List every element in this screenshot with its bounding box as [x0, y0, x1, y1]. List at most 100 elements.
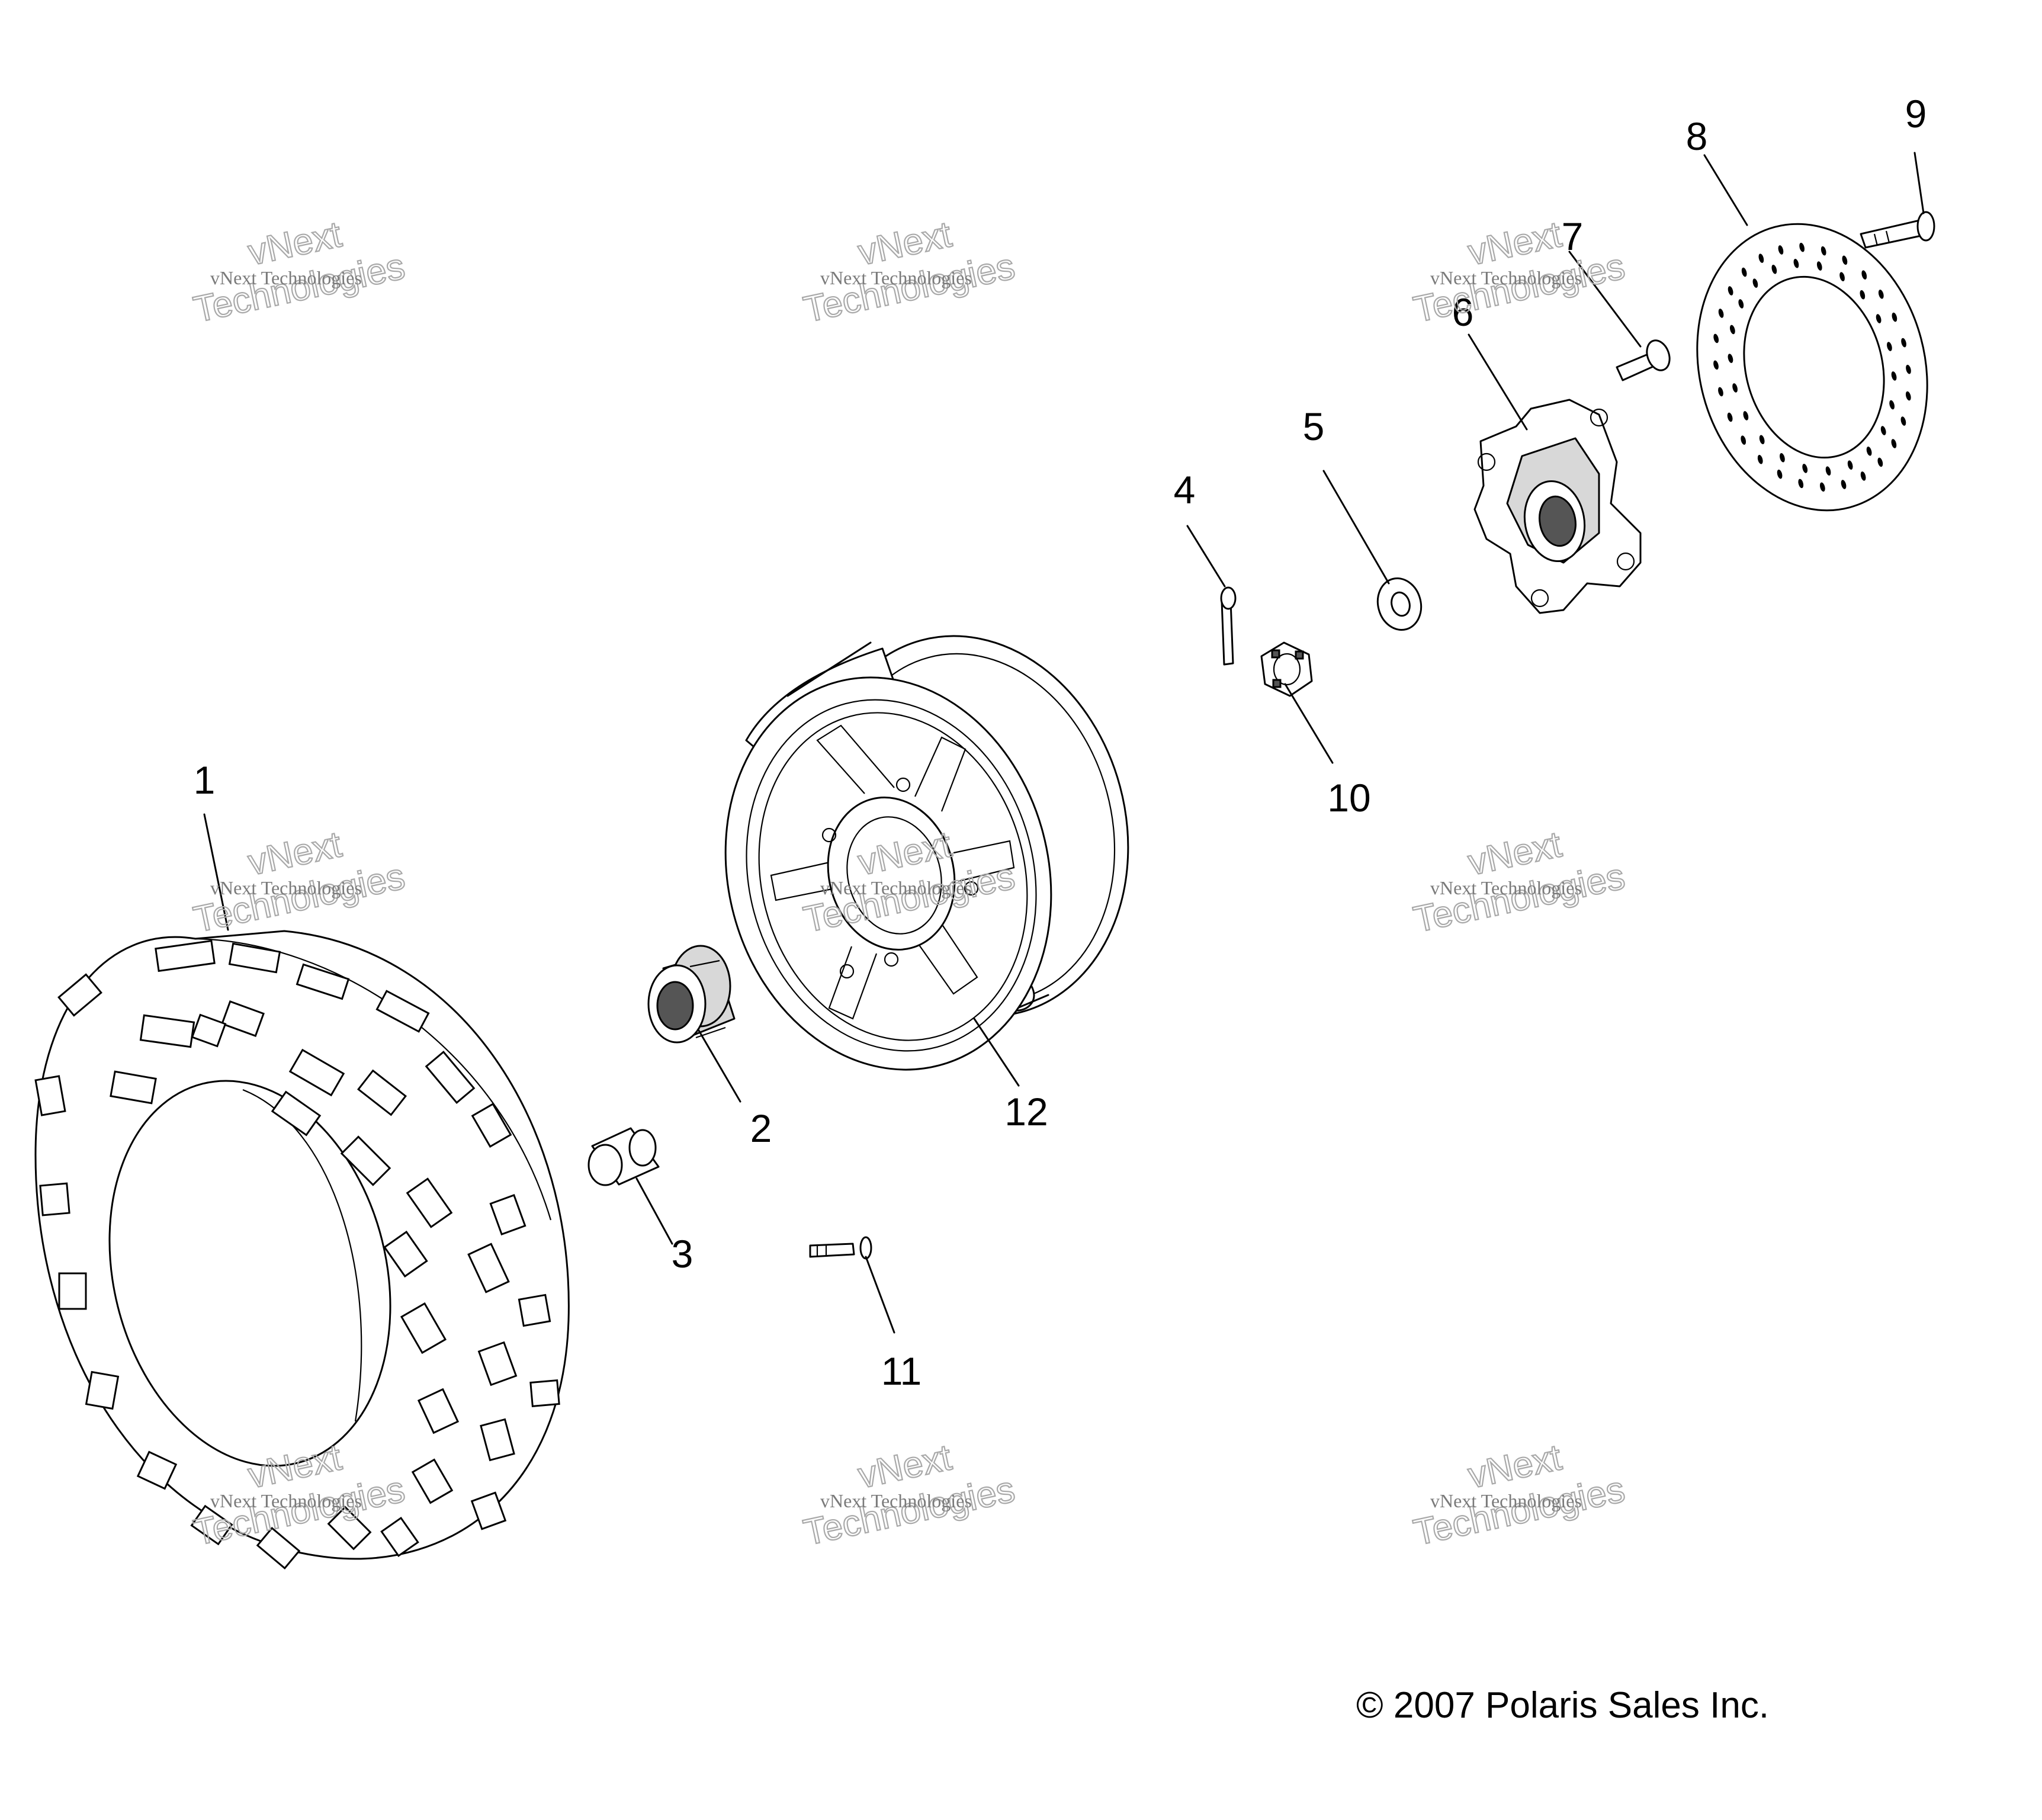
tread-lug: [406, 1177, 453, 1228]
disc-hole: [1738, 299, 1744, 309]
disc-hole: [1880, 426, 1886, 435]
part-3-valve-stem[interactable]: [587, 1127, 660, 1186]
disc-hole: [1758, 253, 1764, 263]
disc-hole: [1841, 480, 1847, 489]
disc-hole: [1718, 387, 1723, 397]
tread-lug: [467, 1243, 510, 1293]
disc-hole: [1819, 482, 1825, 492]
tread-lug: [477, 1341, 518, 1386]
part-12-rim[interactable]: [682, 601, 1170, 1107]
callout-3: 3: [672, 1232, 693, 1276]
copyright-notice: © 2007 Polaris Sales Inc.: [1356, 1685, 1769, 1726]
disc-hole: [1752, 278, 1758, 288]
part-5-washer[interactable]: [1372, 573, 1427, 635]
tread-lug: [518, 1293, 551, 1327]
disc-hole: [1877, 457, 1883, 467]
tread-lug: [383, 1230, 428, 1278]
watermark-line: vNext Technologies: [210, 267, 362, 288]
callout-10: 10: [1327, 776, 1370, 820]
tread-lug: [340, 1135, 391, 1186]
disc-hole: [1732, 383, 1738, 393]
disc-hole: [1728, 354, 1733, 363]
tread-lug: [327, 1506, 372, 1551]
tread-lug: [191, 1013, 227, 1048]
tread-lug: [221, 1000, 265, 1037]
disc-hole: [1860, 290, 1866, 300]
part-11-bolt[interactable]: [809, 1236, 872, 1260]
tread-lug: [190, 1504, 233, 1546]
disc-hole: [1905, 391, 1911, 401]
disc-hole: [1891, 439, 1897, 448]
tread-lug: [155, 939, 216, 972]
watermark-line: vNext Technologies: [820, 877, 972, 898]
disc-hole: [1771, 264, 1777, 274]
disc-hole: [1847, 460, 1853, 470]
tread-lug: [110, 1070, 157, 1105]
callout-11: 11: [881, 1349, 922, 1393]
disc-hole: [1901, 338, 1906, 348]
tread-lug: [136, 1450, 178, 1490]
disc-hole: [1718, 309, 1724, 318]
callout-9: 9: [1905, 92, 1927, 136]
part-2-hub-cap[interactable]: [647, 945, 736, 1044]
part-1-tire[interactable]: [34, 930, 570, 1569]
disc-hole: [1778, 245, 1784, 255]
watermark-line: vNext Technologies: [1430, 877, 1582, 898]
part-4-cotter-pin[interactable]: [1220, 586, 1237, 666]
callout-1: 1: [194, 758, 216, 802]
watermark-line: vNext Technologies: [820, 267, 972, 288]
watermark-line: vNext Technologies: [1430, 1490, 1582, 1511]
disc-hole: [1887, 342, 1892, 351]
disc-hole: [1713, 360, 1719, 370]
tread-lug: [39, 1182, 70, 1216]
tread-lug: [470, 1491, 507, 1530]
disc-hole: [1777, 469, 1783, 479]
disc-hole: [1816, 261, 1822, 271]
tread-lug: [57, 973, 102, 1017]
watermark-line: vNext Technologies: [1430, 267, 1582, 288]
tread-lug: [85, 1370, 120, 1410]
part-10-castle-nut[interactable]: [1260, 641, 1313, 697]
tread-lug: [34, 1075, 66, 1116]
tread-lug: [380, 1516, 419, 1558]
leader-lines: [203, 152, 1925, 1334]
disc-hole: [1743, 411, 1749, 421]
disc-hole: [1839, 272, 1845, 281]
watermark-line: vNext Technologies: [210, 877, 362, 898]
tread-lug: [529, 1379, 560, 1408]
part-7-bolt[interactable]: [1616, 337, 1674, 381]
disc-hole: [1798, 479, 1804, 489]
part-9-bolt[interactable]: [1860, 211, 1935, 249]
tread-lug: [271, 1090, 322, 1137]
disc-hole: [1860, 471, 1866, 481]
callout-12: 12: [1004, 1090, 1048, 1134]
callout-4: 4: [1174, 468, 1196, 512]
part-8-brake-disc[interactable]: [1666, 198, 1958, 537]
disc-hole: [1878, 290, 1884, 299]
disc-hole: [1729, 325, 1735, 335]
part-6-wheel-hub[interactable]: [1473, 399, 1642, 614]
watermark-line: vNext Technologies: [820, 1490, 972, 1511]
disc-hole: [1741, 267, 1747, 277]
disc-hole: [1728, 286, 1733, 296]
tread-lug: [375, 990, 430, 1033]
tread-lug: [58, 1272, 87, 1310]
tread-lug: [357, 1069, 407, 1116]
disc-hole: [1802, 464, 1808, 473]
callout-labels: 1 2 3 4 5 6 7 8 9 10 11 12: [194, 92, 1927, 1393]
disc-hole: [1889, 400, 1895, 410]
disc-hole: [1876, 314, 1882, 323]
disc-hole: [1866, 447, 1872, 456]
disc-hole: [1891, 371, 1897, 381]
disc-hole: [1906, 364, 1911, 374]
tread-lug: [425, 1051, 476, 1104]
tread-lug: [480, 1418, 515, 1462]
disc-hole: [1821, 246, 1826, 256]
callout-2: 2: [750, 1106, 772, 1150]
